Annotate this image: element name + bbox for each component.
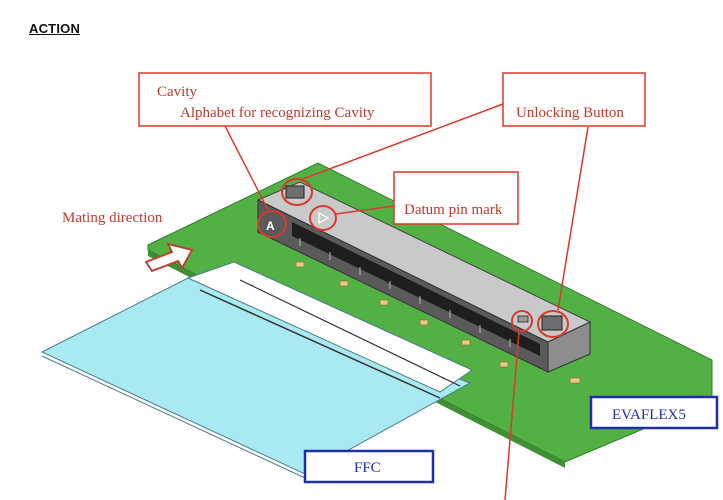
datum-triangle-icon (318, 211, 330, 225)
unlock-button-left (285, 185, 305, 199)
ffc-line (41, 355, 306, 479)
connector-slot (292, 222, 540, 356)
connector-pins (299, 238, 511, 347)
evaflex5-label: EVAFLEX5 (612, 407, 686, 423)
callout-circles (257, 178, 569, 338)
ffc-box (303, 449, 435, 484)
cavity-callout-box (138, 72, 432, 127)
ffc-white-strip (186, 261, 474, 393)
unlocking-button-callout-box (502, 72, 646, 127)
lever-mark (517, 315, 529, 323)
alphabet-label: Alphabet for recognizing Cavity (180, 105, 375, 121)
datum-pin-callout-box (393, 171, 519, 225)
evaflex5-box (589, 395, 719, 430)
ffc-label: FFC (354, 460, 381, 476)
unlock-button-right (541, 315, 563, 331)
connector-side (547, 321, 591, 373)
mating-direction-arrow (144, 242, 194, 273)
ffc-cable (40, 277, 472, 475)
ffc-line (239, 279, 461, 387)
mating-direction-label: Mating direction (62, 210, 163, 226)
solder-pads (295, 261, 581, 384)
unlocking-button-label: Unlocking Button (516, 105, 624, 121)
datum-pin-label: Datum pin mark (404, 202, 503, 218)
ffc-line (199, 289, 441, 399)
section-title: ACTION (29, 21, 81, 36)
cavity-label: Cavity (157, 84, 197, 100)
cavity-letter-mark: A (266, 219, 275, 233)
callout-lines (224, 103, 589, 500)
